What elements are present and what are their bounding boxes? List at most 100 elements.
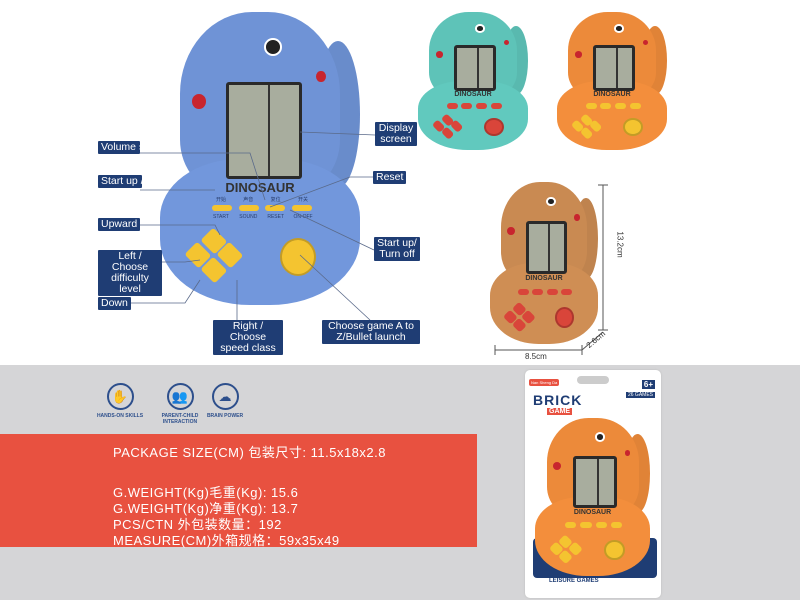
- start-button[interactable]: [212, 205, 232, 212]
- button-label-on-off: 开关: [298, 197, 309, 204]
- reset-button[interactable]: [614, 103, 626, 110]
- eye-icon: [594, 432, 606, 442]
- function-buttons: [518, 288, 573, 295]
- sound-button[interactable]: [532, 288, 544, 295]
- package-title: BRICK: [533, 392, 583, 408]
- feature-label: PARENT-CHILD INTERACTION: [161, 413, 199, 425]
- reset-button[interactable]: [546, 288, 558, 295]
- sound-button[interactable]: [600, 103, 612, 110]
- spot: [507, 227, 515, 236]
- spot: [503, 39, 510, 46]
- brain-icon: ☁: [211, 383, 239, 410]
- spot: [435, 50, 444, 58]
- device-name: DINOSAUR: [593, 91, 631, 99]
- button-sub-on-off: ON-OFF: [293, 214, 313, 221]
- callout-volume-switch: Volume switch: [98, 141, 168, 154]
- fire-button[interactable]: [484, 118, 504, 137]
- start-button[interactable]: [585, 103, 597, 110]
- spec-gross-weight: G.WEIGHT(Kg)毛重(Kg): 15.6: [113, 485, 299, 500]
- callout-start-pause: Start up /Pause: [98, 175, 173, 188]
- reset-button[interactable]: [475, 103, 487, 110]
- package-subtitle: GAME: [547, 408, 572, 415]
- function-buttons: [446, 103, 502, 110]
- reset-button[interactable]: [595, 522, 608, 529]
- device-in-package: DINOSAUR: [535, 418, 650, 576]
- games-count: 26 GAMES: [625, 392, 655, 398]
- device-blue: DINOSAUR 开始 声音 复位 开关 START SOUND RESET O…: [160, 12, 360, 305]
- on-off-button[interactable]: [490, 103, 502, 110]
- button-labels-en: START SOUND RESET ON-OFF: [208, 214, 316, 220]
- display-screen: [226, 82, 302, 179]
- device-name: DINOSAUR: [573, 508, 612, 516]
- feature-label: HANDS-ON SKILLS: [96, 413, 144, 419]
- width-dimension: 8.5cm: [525, 352, 547, 361]
- callout-reset: Reset: [373, 171, 407, 184]
- fire-button[interactable]: [280, 237, 316, 276]
- feature-parent-child: 👥 PARENT-CHILD INTERACTION: [150, 383, 210, 425]
- brand-logo: Nan Sheng Da: [529, 379, 560, 386]
- sound-button[interactable]: [580, 522, 592, 529]
- button-label-sound: 声音: [243, 197, 254, 204]
- eye-icon: [614, 24, 625, 33]
- sound-button[interactable]: [461, 103, 473, 110]
- sound-button[interactable]: [238, 205, 259, 212]
- direction-pad: [549, 533, 583, 565]
- spec-panel: [0, 434, 477, 547]
- spec-package-size: PACKAGE SIZE(CM) 包装尺寸: 11.5x18x2.8: [113, 445, 386, 460]
- device-brown: DINOSAUR: [490, 182, 598, 344]
- on-off-button[interactable]: [629, 103, 641, 110]
- on-off-button[interactable]: [561, 288, 573, 295]
- fire-button[interactable]: [623, 118, 643, 137]
- function-buttons: [564, 522, 623, 529]
- dino-body: [418, 81, 528, 150]
- button-label-reset: 复位: [270, 197, 281, 204]
- callout-start-turn-off: Start up/ Turn off: [374, 237, 420, 261]
- fire-button[interactable]: [554, 306, 575, 328]
- start-button[interactable]: [564, 522, 577, 529]
- spot: [574, 50, 583, 58]
- spot: [624, 449, 631, 456]
- spec-pcs-ctn: PCS/CTN 外包装数量：192: [113, 517, 282, 532]
- callout-left: Left / Choose difficulty level: [98, 250, 162, 296]
- spec-net-weight: G.WEIGHT(Kg)净重(Kg): 13.7: [113, 501, 299, 516]
- start-button[interactable]: [518, 288, 529, 295]
- spot: [642, 39, 649, 46]
- spot: [316, 70, 326, 83]
- dino-body: [557, 81, 667, 150]
- spot: [574, 214, 580, 221]
- device-name: DINOSAUR: [525, 275, 563, 283]
- button-sub-start: START: [212, 214, 229, 221]
- device-teal: DINOSAUR: [418, 12, 528, 150]
- callout-upward: Upward: [98, 218, 141, 231]
- package-bottom-text: LEISURE GAMES: [549, 578, 599, 584]
- blister-package: Nan Sheng Da 6+ 26 GAMES BRICK GAME DINO…: [525, 370, 661, 598]
- display-screen: [572, 455, 617, 509]
- fire-button[interactable]: [604, 539, 625, 561]
- on-off-button[interactable]: [610, 522, 623, 529]
- height-dimension: 13.2cm: [615, 231, 625, 258]
- device-orange: DINOSAUR: [557, 12, 667, 150]
- callout-choose-game: Choose game A to Z/Bullet launch: [322, 320, 420, 344]
- start-button[interactable]: [446, 103, 458, 110]
- callout-right: Right / Choose speed class: [213, 320, 283, 355]
- function-buttons: [585, 103, 641, 110]
- device-name: DINOSAUR: [454, 91, 492, 99]
- dino-body: [490, 263, 598, 344]
- function-buttons: [212, 205, 312, 212]
- callout-down: Down: [98, 297, 131, 310]
- people-icon: 👥: [166, 383, 194, 410]
- eye-icon: [546, 196, 556, 207]
- spec-measure: MEASURE(CM)外箱规格：59x35x49: [113, 533, 340, 548]
- hang-hole: [577, 376, 609, 384]
- eye-icon: [475, 24, 486, 33]
- feature-brain: ☁ BRAIN POWER: [195, 383, 255, 419]
- feature-label: BRAIN POWER: [206, 413, 244, 419]
- reset-button[interactable]: [265, 205, 286, 212]
- eye-icon: [264, 38, 282, 56]
- spot: [553, 462, 562, 471]
- button-label-start: 开始: [215, 197, 226, 204]
- display-screen: [525, 220, 567, 275]
- age-badge: 6+: [641, 380, 655, 389]
- on-off-button[interactable]: [291, 205, 312, 212]
